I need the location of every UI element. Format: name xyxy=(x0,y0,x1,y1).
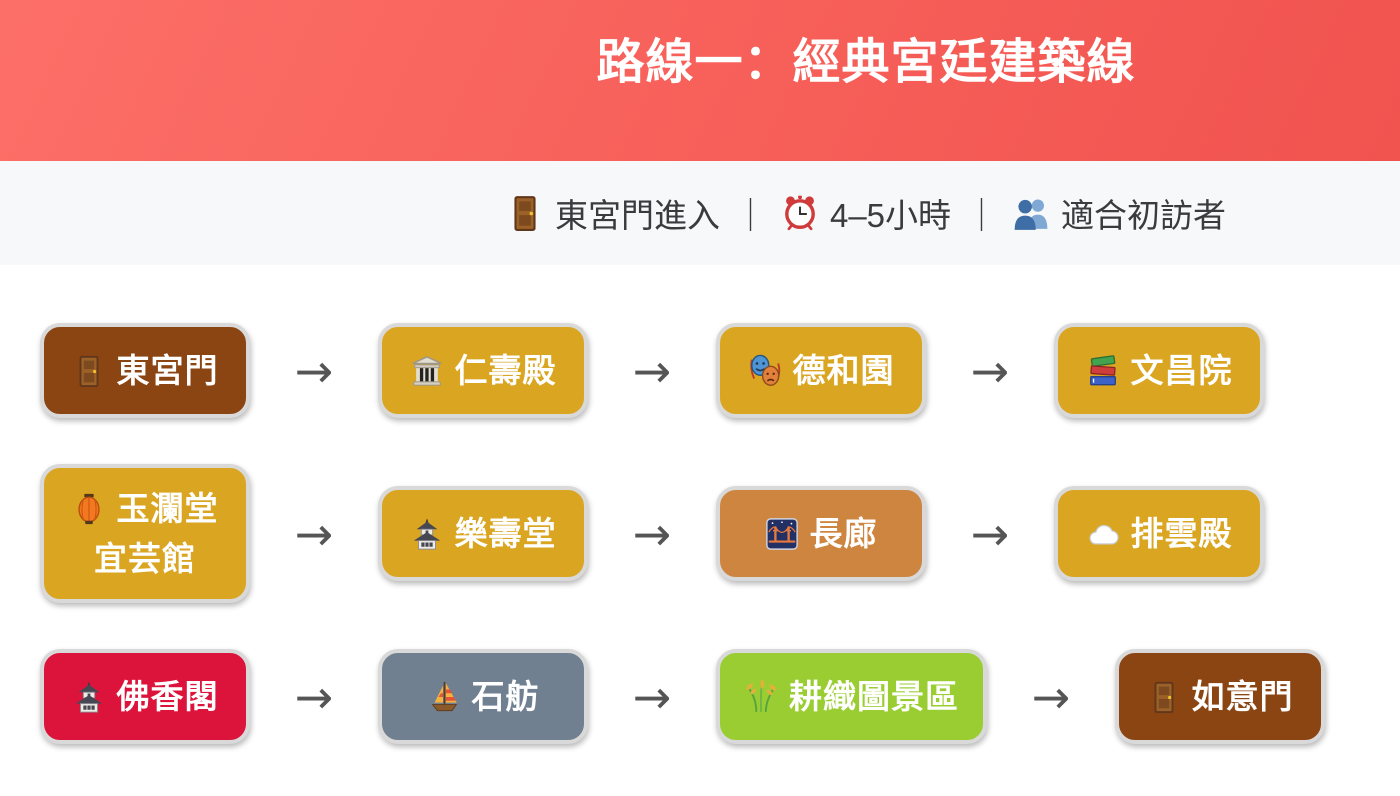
arrow-icon: → xyxy=(632,669,672,724)
arrow-icon: → xyxy=(294,343,334,398)
arrow-icon: → xyxy=(1031,669,1071,724)
arrow-icon: → xyxy=(970,506,1010,561)
route-stop-yulantang-yiyunguan: 玉瀾堂 宜芸館 xyxy=(40,464,250,603)
route-row-3: 佛香閣 → 石舫 → xyxy=(40,649,1400,744)
route-row-2: 玉瀾堂 宜芸館 → 樂壽堂 xyxy=(40,464,1400,603)
route-stop-leshoutang: 樂壽堂 xyxy=(378,486,588,581)
arrow-icon: → xyxy=(294,506,334,561)
classical-building-icon xyxy=(412,355,441,386)
meta-entrance: 東宮門進入 xyxy=(506,189,720,237)
route-stop-renshoudian: 仁壽殿 xyxy=(378,323,588,418)
performing-arts-icon xyxy=(749,354,780,386)
route-title: 路線一：經典宮廷建築線 xyxy=(596,36,1136,89)
stop-label: 石舫 xyxy=(471,677,540,715)
meta-duration: 4–5小時 xyxy=(781,189,951,237)
books-icon xyxy=(1089,354,1116,385)
stop-label: 排雲殿 xyxy=(1130,514,1233,552)
route-stop-wenchangyuan: 文昌院 xyxy=(1054,323,1264,418)
meta-bar: 東宮門進入 ｜ 4–5小時 ｜ 適合初訪者 xyxy=(0,161,1400,265)
route-stop-gengzhitu: 耕織圖景區 xyxy=(716,649,987,744)
route-stop-foxiangge: 佛香閣 xyxy=(40,649,250,744)
stop-label: 長廊 xyxy=(809,514,878,552)
route-stop-paiyundian: 排雲殿 xyxy=(1054,486,1264,581)
door-icon xyxy=(1154,681,1173,713)
arrow-icon: → xyxy=(970,343,1010,398)
meta-duration-label: 4–5小時 xyxy=(829,197,952,234)
route-stop-deheyuan: 德和園 xyxy=(716,323,926,418)
door-icon xyxy=(514,196,536,231)
stop-label: 如意門 xyxy=(1191,677,1294,715)
bridge-night-icon xyxy=(765,517,798,550)
stop-label: 玉瀾堂 xyxy=(116,490,219,527)
route-row-1: 東宮門 → 仁壽殿 → xyxy=(40,323,1400,418)
stop-label: 佛香閣 xyxy=(116,677,219,715)
route-stop-shifang: 石舫 xyxy=(378,649,588,744)
route-stop-changlang: 長廊 xyxy=(716,486,926,581)
stop-label: 耕織圖景區 xyxy=(789,677,959,715)
stop-label: 文昌院 xyxy=(1130,351,1233,389)
route-stop-donggongmen: 東宮門 xyxy=(40,323,250,418)
busts-icon xyxy=(1014,199,1048,230)
arrow-icon: → xyxy=(294,669,334,724)
castle-icon xyxy=(413,517,440,550)
meta-separator: ｜ xyxy=(733,197,767,234)
stop-label: 樂壽堂 xyxy=(454,514,557,552)
stop-label: 仁壽殿 xyxy=(454,351,557,389)
arrow-icon: → xyxy=(632,506,672,561)
route-stop-ruyimen: 如意門 xyxy=(1115,649,1325,744)
header-banner: 路線一：經典宮廷建築線 xyxy=(0,0,1400,161)
cloud-icon xyxy=(1088,524,1119,545)
alarm-clock-icon xyxy=(785,195,815,231)
meta-audience: 適合初訪者 xyxy=(1012,189,1226,237)
stop-label: 德和園 xyxy=(792,351,895,389)
arrow-icon: → xyxy=(632,343,672,398)
rice-icon xyxy=(746,679,777,712)
door-icon xyxy=(79,355,98,387)
sailboat-icon xyxy=(431,681,457,711)
castle-icon xyxy=(75,680,102,713)
stop-label: 東宮門 xyxy=(116,351,219,389)
route-diagram: 東宮門 → 仁壽殿 → xyxy=(0,265,1400,744)
meta-audience-label: 適合初訪者 xyxy=(1061,197,1227,234)
meta-entrance-label: 東宮門進入 xyxy=(554,197,720,234)
meta-separator: ｜ xyxy=(965,197,999,234)
lantern-icon xyxy=(77,493,100,524)
stop-label-line2: 宜芸館 xyxy=(94,539,196,577)
